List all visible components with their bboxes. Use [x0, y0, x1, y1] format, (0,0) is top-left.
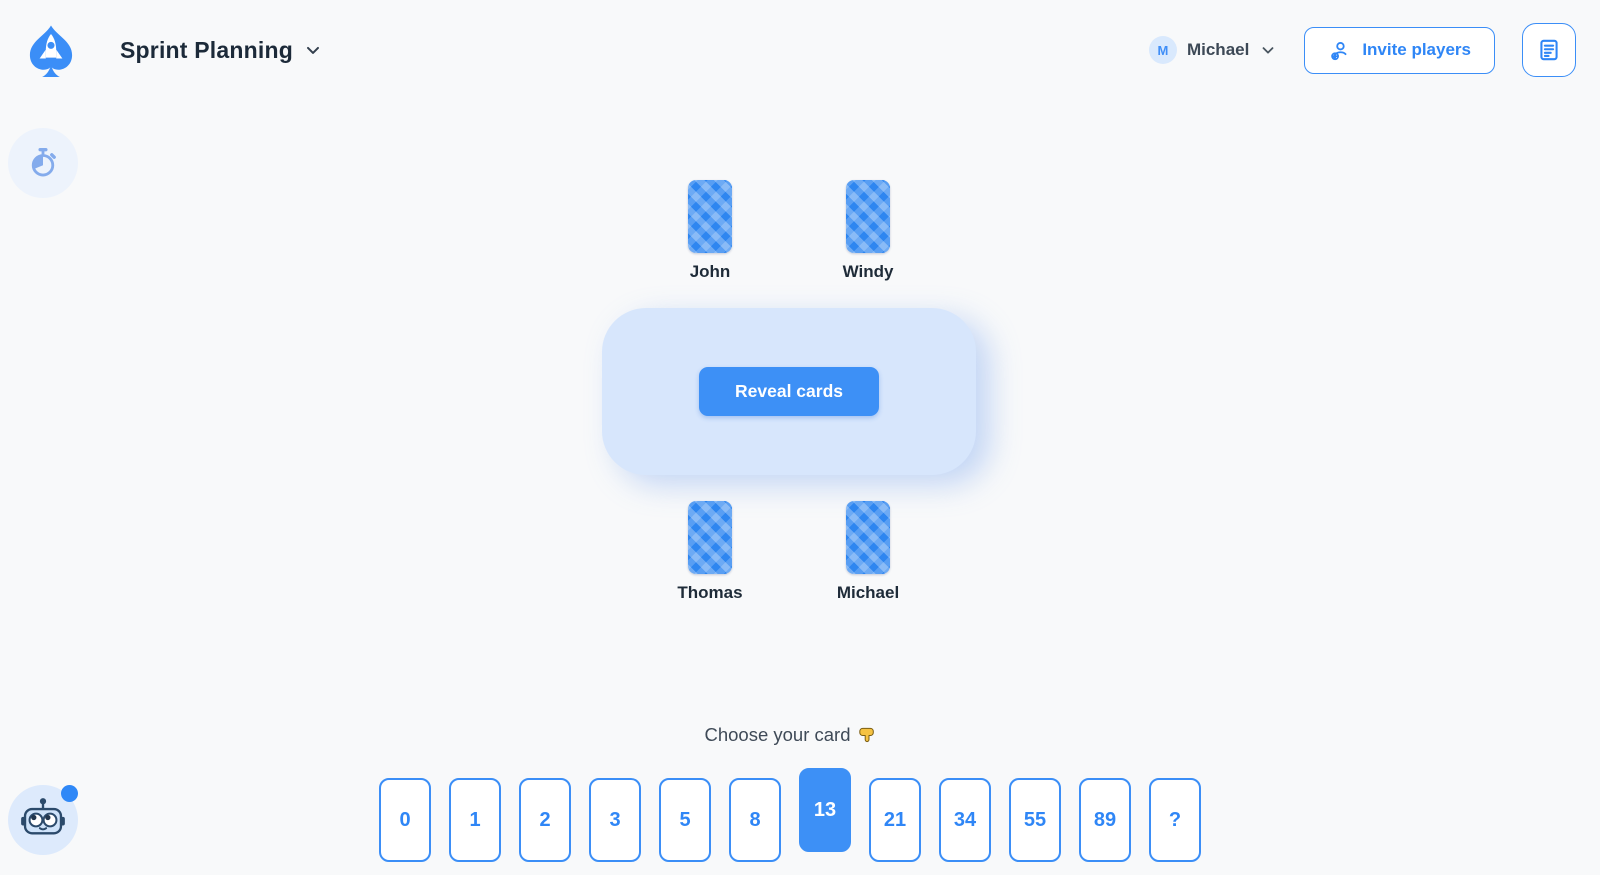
app-logo-spade-rocket-icon[interactable]: [24, 23, 78, 77]
player-seat: Thomas: [670, 501, 750, 603]
player-card-back: [688, 180, 732, 253]
deck-area: Choose your card 0 1 2 3 5 8 13 21 34 55…: [379, 724, 1201, 862]
pointing-down-hand-icon: [858, 726, 876, 744]
user-name: Michael: [1186, 40, 1250, 59]
player-name: Windy: [842, 262, 894, 281]
deck-card-2[interactable]: 2: [519, 778, 571, 862]
player-card-back: [688, 501, 732, 574]
assistant-robot-button[interactable]: [8, 785, 78, 855]
robot-icon: [18, 795, 68, 845]
timer-button[interactable]: [8, 128, 78, 198]
deck-card-34[interactable]: 34: [939, 778, 991, 862]
invite-players-button[interactable]: Invite players: [1304, 26, 1495, 74]
player-name: Michael: [836, 583, 900, 602]
player-name: John: [689, 262, 731, 281]
game-area: John Windy Reveal cards Thomas Michael: [602, 180, 976, 603]
user-avatar: M: [1148, 36, 1177, 64]
card-deck: 0 1 2 3 5 8 13 21 34 55 89 ?: [379, 768, 1201, 862]
deck-card-13-selected[interactable]: 13: [799, 768, 851, 852]
issues-panel-button[interactable]: [1522, 23, 1576, 77]
header-left: Sprint Planning: [24, 23, 323, 77]
room-title: Sprint Planning: [120, 36, 293, 63]
deck-card-21[interactable]: 21: [869, 778, 921, 862]
players-row-top: John Windy: [670, 180, 908, 282]
player-card-back: [846, 180, 890, 253]
app-header: Sprint Planning M Michael: [0, 0, 1600, 100]
deck-card-5[interactable]: 5: [659, 778, 711, 862]
poker-table: Reveal cards: [602, 308, 976, 475]
deck-card-3[interactable]: 3: [589, 778, 641, 862]
player-seat: Windy: [828, 180, 908, 282]
chevron-down-icon: [303, 40, 323, 60]
players-row-bottom: Thomas Michael: [670, 501, 908, 603]
reveal-cards-button[interactable]: Reveal cards: [699, 367, 879, 416]
invite-player-icon: [1328, 39, 1351, 62]
deck-card-8[interactable]: 8: [729, 778, 781, 862]
deck-card-question[interactable]: ?: [1149, 778, 1201, 862]
chevron-down-icon: [1259, 41, 1277, 59]
player-name: Thomas: [677, 583, 743, 602]
deck-card-1[interactable]: 1: [449, 778, 501, 862]
choose-card-prompt: Choose your card: [704, 724, 875, 746]
header-right: M Michael Invite players: [1148, 23, 1576, 77]
deck-card-55[interactable]: 55: [1009, 778, 1061, 862]
player-seat: Michael: [828, 501, 908, 603]
issues-list-icon: [1536, 37, 1562, 63]
room-title-menu[interactable]: Sprint Planning: [120, 37, 323, 64]
player-card-back: [846, 501, 890, 574]
notification-dot: [61, 785, 78, 802]
user-menu[interactable]: M Michael: [1148, 36, 1277, 64]
deck-card-0[interactable]: 0: [379, 778, 431, 862]
stopwatch-icon: [26, 146, 60, 180]
deck-card-89[interactable]: 89: [1079, 778, 1131, 862]
choose-card-label: Choose your card: [704, 724, 851, 745]
invite-players-label: Invite players: [1362, 40, 1471, 59]
player-seat: John: [670, 180, 750, 282]
